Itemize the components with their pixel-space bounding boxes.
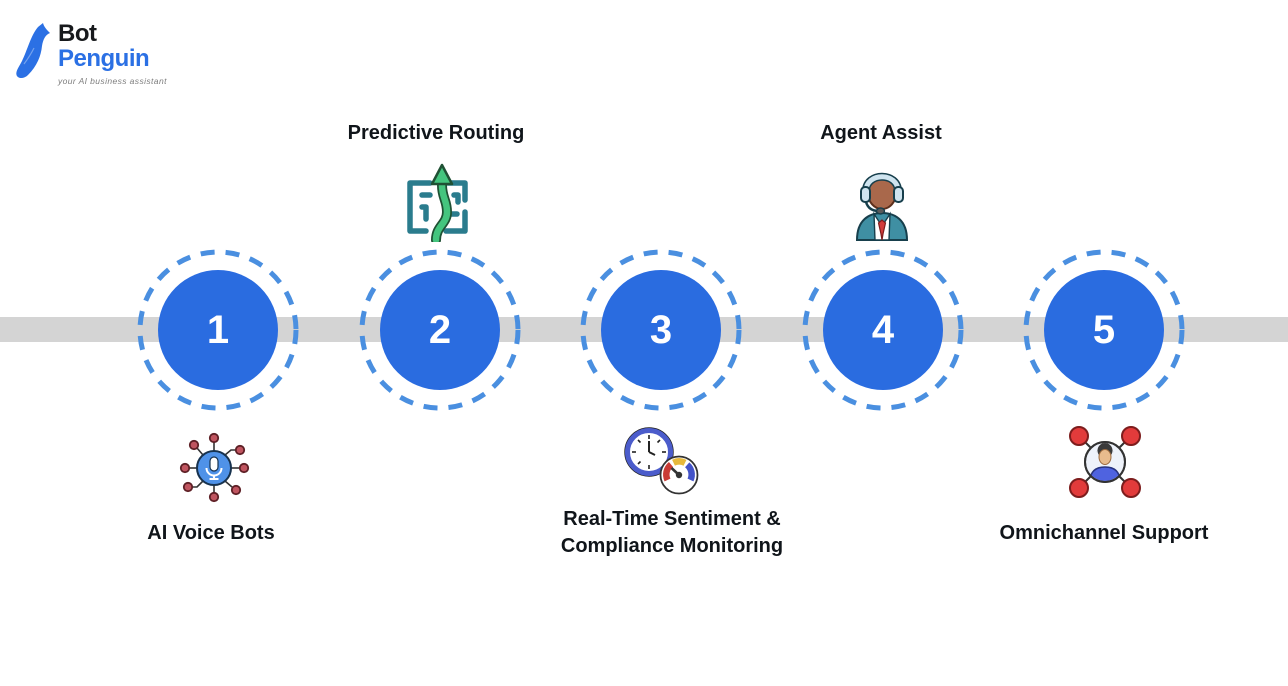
step-4-circle-group: 4 (800, 247, 966, 413)
dashed-ring (580, 249, 742, 411)
mic-network-icon (179, 432, 250, 503)
step-4-number: 4 (871, 307, 895, 352)
step-1-bubble: 1 (158, 270, 278, 390)
step-4-label: Agent Assist (820, 122, 942, 144)
step-2-circle-group: 2 (357, 247, 523, 413)
logo-text: Bot Penguin your AI business assistant (58, 22, 167, 86)
clock-gauge-icon (624, 427, 699, 495)
step-3-circle-group: 3 (578, 247, 744, 413)
step-3-bubble: 3 (601, 270, 721, 390)
step-3-label: Real-Time Sentiment & Compliance Monitor… (560, 508, 784, 557)
step-2-number: 2 (428, 307, 452, 352)
botpenguin-logo: Bot Penguin your AI business assistant (14, 22, 167, 86)
step-3-number: 3 (649, 307, 673, 352)
step-1-circle-group: 1 (135, 247, 301, 413)
agent-headset-icon (855, 172, 909, 241)
dashed-ring (1023, 249, 1185, 411)
penguin-icon (16, 23, 50, 78)
maze-arrow-icon (407, 163, 468, 242)
logo-word-bot: Bot (58, 20, 97, 47)
logo-tagline: your AI business assistant (58, 76, 167, 86)
step-4-bubble: 4 (823, 270, 943, 390)
step-5-bubble: 5 (1044, 270, 1164, 390)
person-network-icon (1069, 426, 1141, 498)
dashed-ring (137, 249, 299, 411)
step-1-number: 1 (206, 307, 230, 352)
dashed-ring (802, 249, 964, 411)
step-5-number: 5 (1092, 307, 1116, 352)
step-1-label: AI Voice Bots (147, 522, 275, 544)
step-2-label: Predictive Routing (347, 122, 525, 144)
logo-word-penguin: Penguin (58, 45, 150, 72)
dashed-ring (359, 249, 521, 411)
step-2-bubble: 2 (380, 270, 500, 390)
step-5-circle-group: 5 (1021, 247, 1187, 413)
step-5-label: Omnichannel Support (999, 522, 1209, 544)
